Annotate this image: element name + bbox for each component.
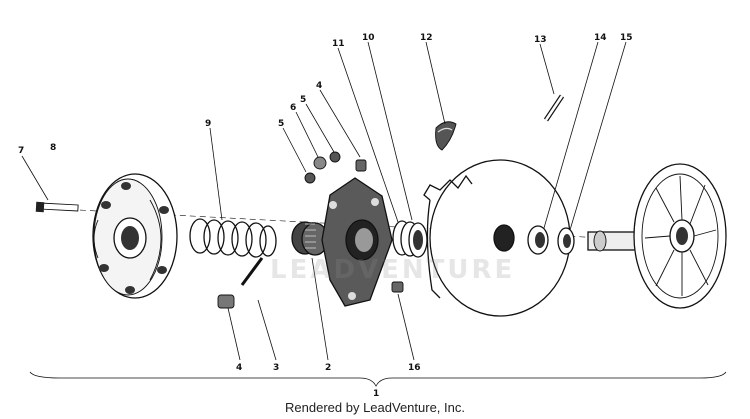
- part-11-spider-arm: [321, 177, 393, 307]
- part-6-washer: [313, 156, 327, 170]
- part-8-cover-housing: [92, 173, 178, 299]
- callout-16: 16: [408, 363, 421, 373]
- fixed-sheave-with-shaft: [587, 163, 727, 309]
- callout-2: 2: [325, 363, 331, 373]
- callout-11: 11: [332, 39, 345, 49]
- part-9-spring: [189, 218, 277, 258]
- callout-8: 8: [50, 143, 56, 153]
- part-14-bearing: [527, 225, 549, 255]
- callout-6: 6: [290, 103, 296, 113]
- callout-12: 12: [420, 33, 433, 43]
- part-2-threaded-hub: [291, 221, 329, 256]
- callout-4-upper: 4: [316, 81, 322, 91]
- callout-14: 14: [594, 33, 607, 43]
- part-3-pin: [240, 257, 264, 286]
- leader-lines: [21, 41, 727, 387]
- part-13-bolt: [543, 94, 565, 122]
- part-16-button: [391, 281, 404, 293]
- callout-1: 1: [373, 389, 379, 399]
- part-12-clip: [435, 121, 457, 151]
- callout-numbers: 7 8 9 5 6 5 4 11 10 12 13 14 15 4 3 2 16…: [18, 33, 633, 399]
- part-4-roller-upper: [355, 159, 367, 172]
- part-10-bushing: [392, 220, 428, 258]
- callout-13: 13: [534, 35, 547, 45]
- callout-3: 3: [273, 363, 279, 373]
- render-credit: Rendered by LeadVenture, Inc.: [285, 400, 465, 415]
- callout-4-lower: 4: [236, 363, 242, 373]
- part-5-nut-left: [304, 172, 316, 184]
- part-4-roller-lower: [217, 294, 235, 309]
- part-15-washer: [557, 227, 575, 255]
- callout-5-left: 5: [278, 119, 284, 129]
- part-7-bolt: [35, 201, 79, 213]
- callout-7: 7: [18, 146, 24, 156]
- callout-5-right: 5: [300, 95, 306, 105]
- part-5-nut-right: [329, 151, 341, 163]
- callout-15: 15: [620, 33, 633, 43]
- watermark-text: LEADVENTURE: [270, 255, 516, 285]
- callout-9: 9: [205, 119, 211, 129]
- callout-10: 10: [362, 33, 375, 43]
